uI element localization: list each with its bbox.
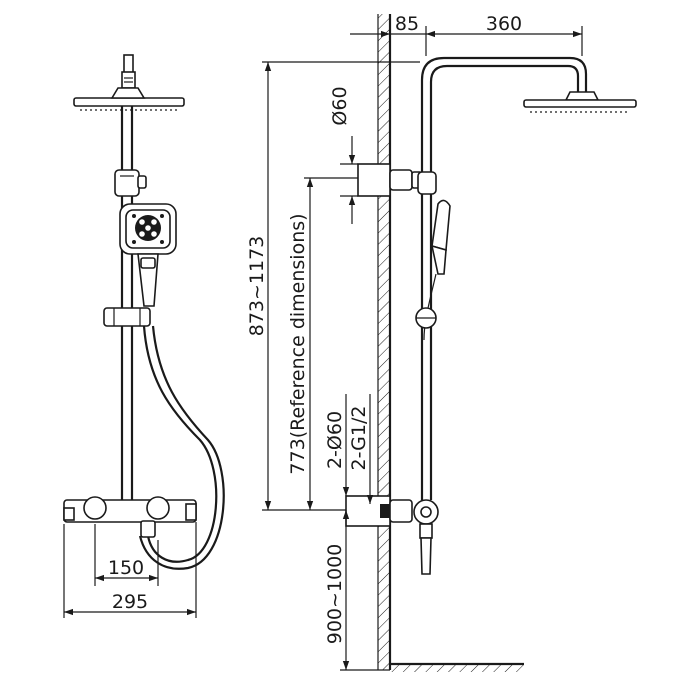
- front-view: 150 295: [63, 54, 225, 618]
- reference-height-label: 773(Reference dimensions): [287, 213, 309, 474]
- dim-reference-height: 773(Reference dimensions): [287, 177, 358, 510]
- dim-head-diameter: Ø60: [329, 86, 358, 224]
- side-rain-shower-head: [523, 91, 637, 113]
- dim-top: 85 360: [350, 13, 583, 56]
- dim-height-range: 873~1173: [246, 61, 420, 511]
- front-mixer-body: [63, 496, 197, 538]
- side-mixer-connection: [345, 495, 439, 575]
- inlet-diameter-label: 2-Ø60: [324, 411, 346, 469]
- side-hand-shower: [430, 199, 451, 275]
- front-top-fitting: [121, 54, 136, 89]
- front-diverter: [114, 169, 147, 197]
- dim-body-width: 295: [63, 522, 197, 618]
- arm-length-label: 360: [486, 13, 522, 35]
- side-upper-wall-bracket: [357, 163, 423, 197]
- dim-mount-height: 900~1000: [324, 510, 350, 670]
- dim-inlet-spacing: 150: [94, 524, 159, 586]
- side-diverter: [417, 171, 437, 195]
- head-diameter-label: Ø60: [329, 86, 351, 125]
- front-riser-pipe: [120, 106, 134, 500]
- body-width-label: 295: [112, 591, 148, 613]
- front-slide-bracket: [103, 307, 151, 327]
- floor-line: [340, 662, 524, 672]
- front-hose: [138, 325, 225, 570]
- side-riser-and-arm: [420, 56, 588, 500]
- mount-height-label: 900~1000: [324, 544, 346, 645]
- front-rain-shower-head: [73, 87, 185, 111]
- wall-offset-label: 85: [395, 13, 419, 35]
- inlet-thread-label: 2-G1/2: [348, 406, 370, 471]
- side-view: 85 360 Ø60 873~1173 773(Reference dimens…: [246, 13, 637, 672]
- side-slide-bracket: [415, 307, 437, 329]
- front-hand-shower: [119, 203, 177, 307]
- dim-inlet-callouts: 2-Ø60 2-G1/2: [324, 394, 374, 504]
- wall-section: [377, 14, 392, 670]
- height-range-label: 873~1173: [246, 236, 268, 337]
- inlet-spacing-label: 150: [108, 557, 144, 579]
